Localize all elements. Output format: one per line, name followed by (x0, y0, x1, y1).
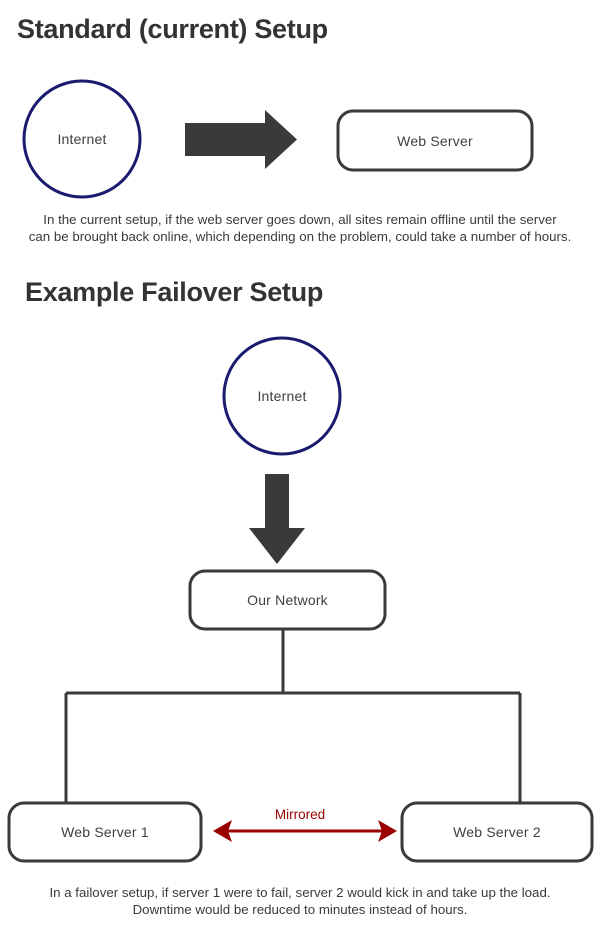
section-title-standard: Standard (current) Setup (17, 14, 328, 44)
section-title-failover: Example Failover Setup (25, 277, 324, 307)
mirrored-link-label: Mirrored (274, 807, 326, 822)
arrow-down-icon (249, 474, 305, 564)
caption-standard: In the current setup, if the web server … (0, 211, 600, 245)
web-server-2-label: Web Server 2 (453, 824, 541, 840)
caption-standard-line-2: can be brought back online, which depend… (28, 229, 572, 244)
our-network-label: Our Network (247, 592, 328, 608)
caption-failover: In a failover setup, if server 1 were to… (0, 884, 600, 918)
internet-label-standard: Internet (57, 131, 107, 147)
double-headed-arrow-icon (213, 820, 397, 842)
arrow-right-icon (185, 110, 297, 169)
internet-label-failover: Internet (257, 388, 307, 404)
caption-failover-line-1: In a failover setup, if server 1 were to… (49, 885, 551, 900)
caption-standard-line-1: In the current setup, if the web server … (43, 212, 557, 227)
web-server-label-standard: Web Server (397, 133, 473, 149)
caption-failover-line-2: Downtime would be reduced to minutes ins… (132, 902, 468, 917)
web-server-1-label: Web Server 1 (61, 824, 149, 840)
